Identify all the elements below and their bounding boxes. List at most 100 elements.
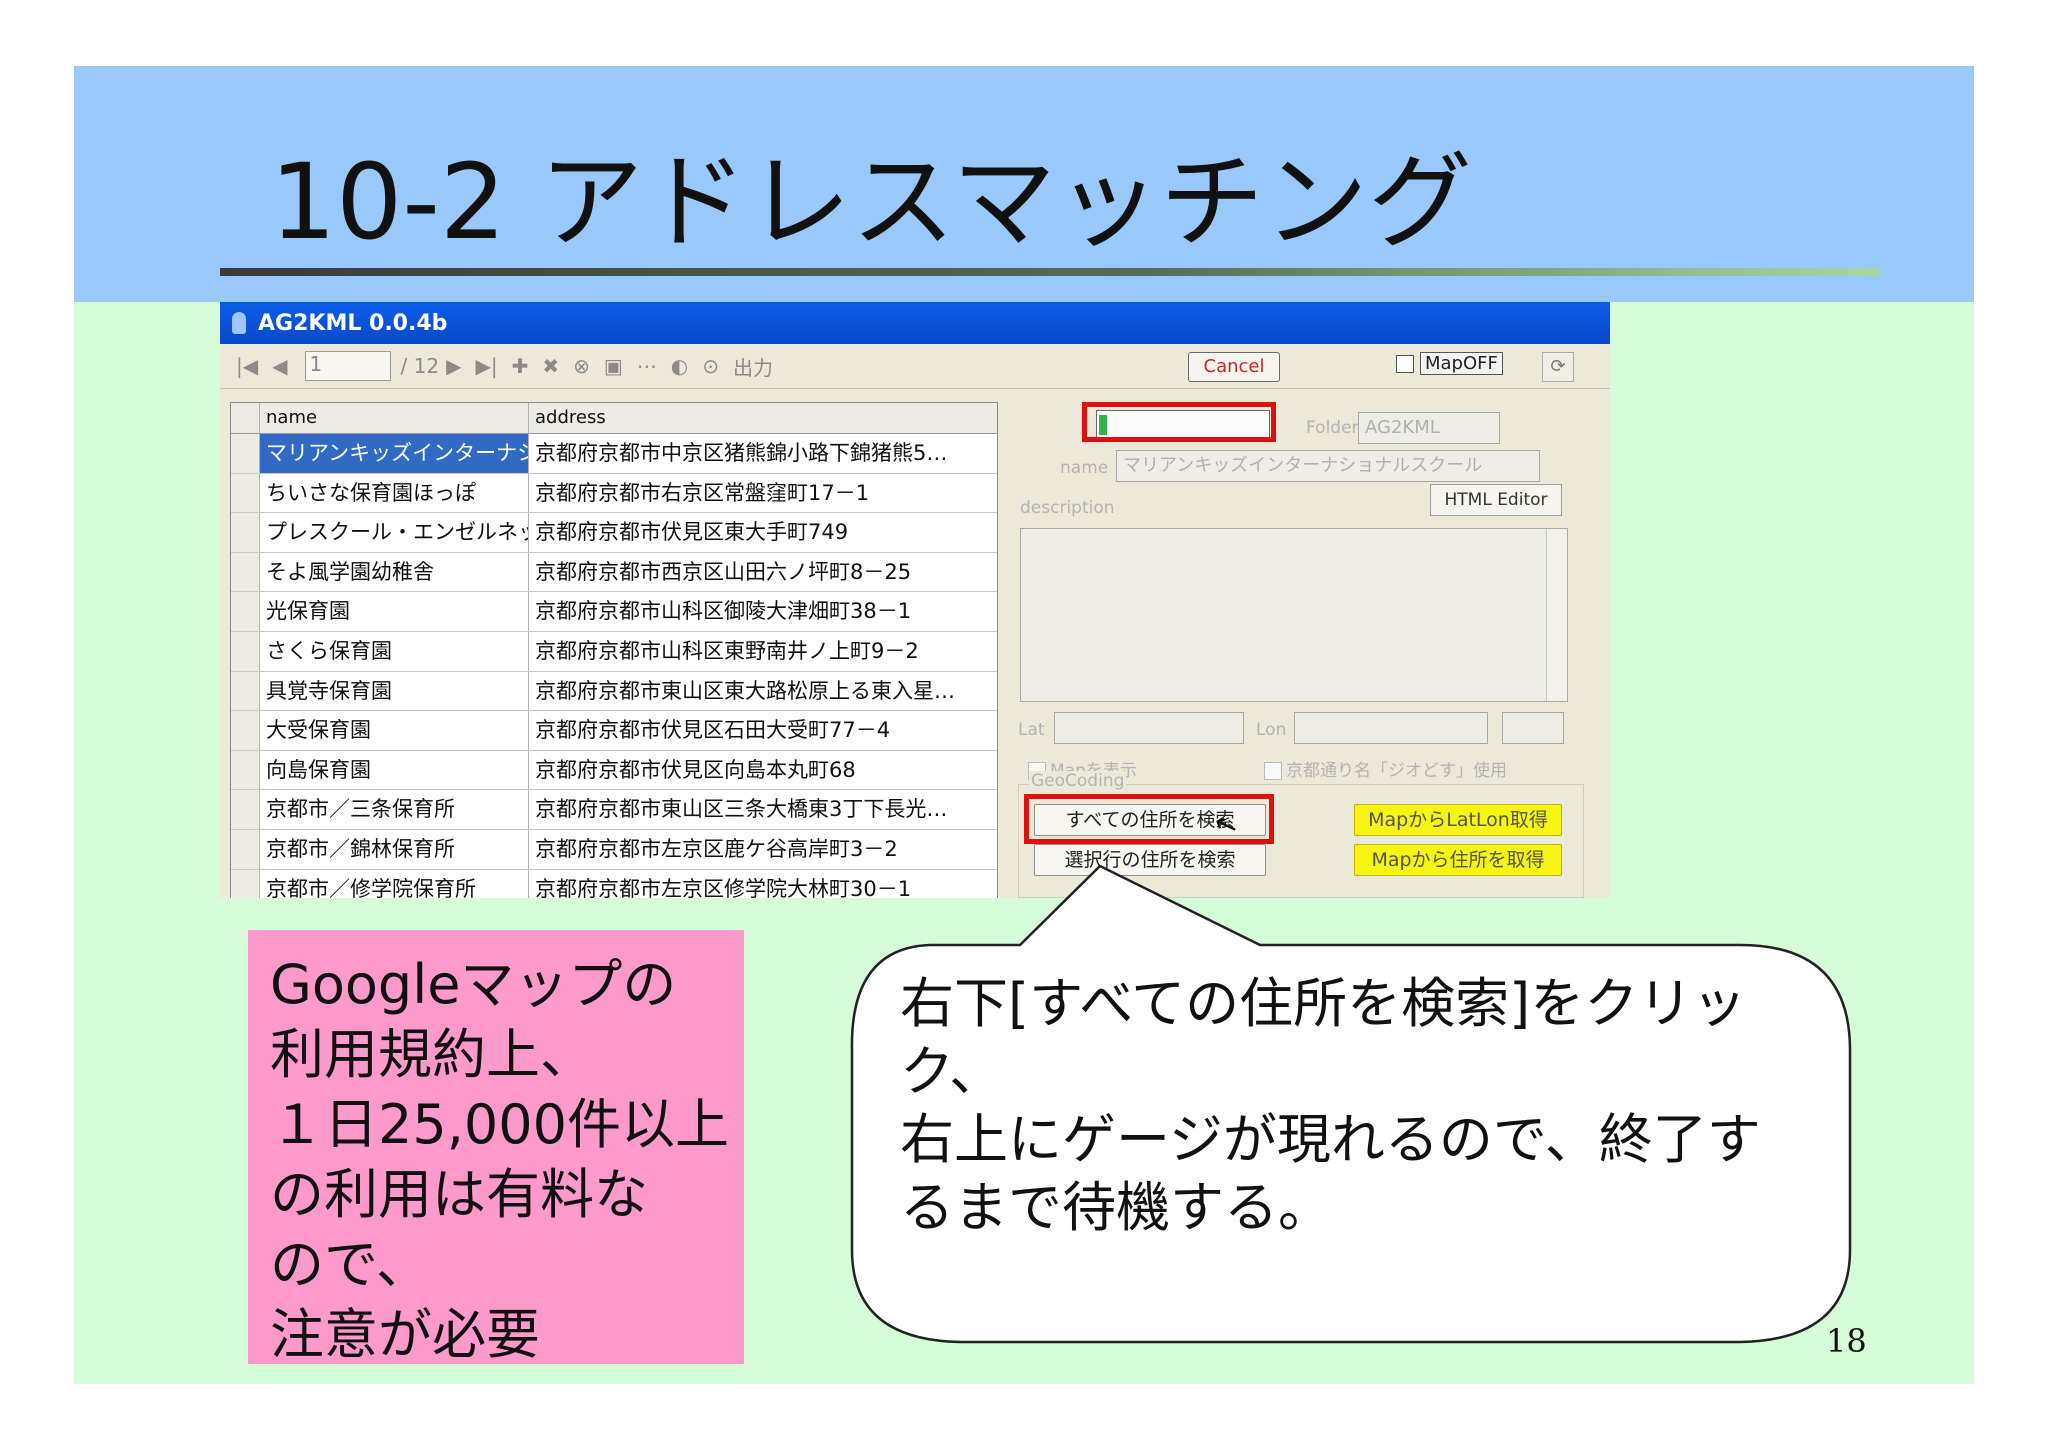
html-editor-button[interactable]: HTML Editor xyxy=(1430,484,1562,516)
name-input[interactable]: マリアンキッズインターナショナルスクール xyxy=(1116,450,1540,482)
cell-address[interactable]: 京都府京都市伏見区石田大受町77－4 xyxy=(535,718,891,743)
title-band-lower xyxy=(220,276,1880,302)
next-page-icon[interactable]: ▶ xyxy=(446,354,462,378)
cell-address[interactable]: 京都府京都市左京区修学院大林町30－1 xyxy=(535,876,912,898)
lat-input[interactable] xyxy=(1054,712,1244,744)
cell-address[interactable]: 京都府京都市右京区常盤窪町17－1 xyxy=(535,480,870,505)
row-selector[interactable] xyxy=(231,790,260,829)
refresh-icon[interactable]: ⟳ xyxy=(1542,352,1574,382)
cell-address[interactable]: 京都府京都市中京区猪熊錦小路下錦猪熊5… xyxy=(535,441,948,465)
cell-name[interactable]: プレスクール・エンゼルネット xyxy=(260,513,529,552)
cell-name[interactable]: 向島保育園 xyxy=(260,750,529,790)
cell-address[interactable]: 京都府京都市左京区鹿ケ谷高岸町3－2 xyxy=(535,836,898,861)
row-selector[interactable] xyxy=(231,671,260,711)
cancel-button[interactable]: Cancel xyxy=(1188,352,1280,382)
row-selector[interactable] xyxy=(231,869,260,898)
cell-name[interactable]: そよ風学園幼稚舎 xyxy=(260,552,529,592)
cell-address[interactable]: 京都府京都市西京区山田六ノ坪町8－25 xyxy=(535,559,912,584)
cell-name[interactable]: 京都市／修学院保育所 xyxy=(260,869,529,898)
cell-name[interactable]: 光保育園 xyxy=(260,592,529,631)
ag2kml-window: AG2KML 0.0.4b |◀ ◀ 1 / 12 ▶ ▶| ✚ ✖ ⊗ ▣ ⋯… xyxy=(220,302,1610,898)
folder-input[interactable]: AG2KML xyxy=(1358,412,1500,444)
app-icon xyxy=(232,312,246,334)
note-line: Googleマップの xyxy=(270,953,677,1016)
note-line: ので、 xyxy=(270,1233,430,1296)
table-row[interactable]: さくら保育園京都府京都市山科区東野南井ノ上町9－2 xyxy=(231,631,997,672)
name-label: name xyxy=(1060,458,1109,478)
map-address-button[interactable]: Mapから住所を取得 xyxy=(1354,844,1562,876)
table-row[interactable]: 京都市／三条保育所京都府京都市東山区三条大橋東3丁下長光… xyxy=(231,790,997,830)
cell-address[interactable]: 京都府京都市山科区御陵大津畑町38－1 xyxy=(535,599,912,624)
note-line: の利用は有料な xyxy=(270,1163,648,1226)
page-count: / 12 xyxy=(400,354,440,378)
first-page-icon[interactable]: |◀ xyxy=(236,354,259,378)
cell-address[interactable]: 京都府京都市伏見区向島本丸町68 xyxy=(535,757,856,782)
cell-address[interactable]: 京都府京都市東山区東大路松原上る東入星… xyxy=(535,678,955,703)
grid-header: name address xyxy=(231,403,997,434)
cell-name[interactable]: 大受保育園 xyxy=(260,711,529,750)
callout-line: 右下[すべての住所を検索]をクリッ xyxy=(900,972,1747,1035)
add-icon[interactable]: ✚ xyxy=(511,354,529,378)
page-input[interactable]: 1 xyxy=(304,351,391,381)
window-titlebar: AG2KML 0.0.4b xyxy=(220,302,1610,344)
table-row[interactable]: 具覚寺保育園京都府京都市東山区東大路松原上る東入星… xyxy=(231,671,997,712)
detail-panel: Folder: AG2KML name マリアンキッズインターナショナルスクール… xyxy=(1006,398,1606,898)
description-scrollbar[interactable] xyxy=(1546,529,1567,701)
table-row[interactable]: 光保育園京都府京都市山科区御陵大津畑町38－1 xyxy=(231,592,997,632)
progress-gauge-fill xyxy=(1099,415,1107,435)
description-label: description xyxy=(1020,498,1115,518)
prev-page-icon[interactable]: ◀ xyxy=(272,354,288,378)
row-selector[interactable] xyxy=(231,750,260,790)
table-row[interactable]: 大受保育園京都府京都市伏見区石田大受町77－4 xyxy=(231,711,997,751)
table-row[interactable]: ちいさな保育園ほっぽ京都府京都市右京区常盤窪町17－1 xyxy=(231,473,997,514)
zoom-input[interactable] xyxy=(1502,712,1564,744)
table-row[interactable]: 向島保育園京都府京都市伏見区向島本丸町68 xyxy=(231,750,997,791)
row-selector[interactable] xyxy=(231,552,260,592)
row-selector[interactable] xyxy=(231,434,260,473)
more-icon[interactable]: ⋯ xyxy=(636,354,657,378)
cell-name[interactable]: 京都市／三条保育所 xyxy=(260,790,529,829)
progress-gauge xyxy=(1096,410,1270,440)
cell-name[interactable]: さくら保育園 xyxy=(260,631,529,671)
table-row[interactable]: マリアンキッズインターナショ…京都府京都市中京区猪熊錦小路下錦猪熊5… xyxy=(231,434,997,474)
delete-icon[interactable]: ✖ xyxy=(542,354,560,378)
row-selector[interactable] xyxy=(231,473,260,513)
save-icon[interactable]: ▣ xyxy=(603,354,623,378)
stop-icon[interactable]: ⊗ xyxy=(573,354,590,378)
callout-line: 右上にゲージが現れるので、終了す xyxy=(900,1108,1761,1171)
table-row[interactable]: 京都市／修学院保育所京都府京都市左京区修学院大林町30－1 xyxy=(231,869,997,898)
output-menu[interactable]: 出力 xyxy=(733,355,773,380)
mapoff-checkbox[interactable] xyxy=(1396,354,1414,373)
lat-label: Lat xyxy=(1018,720,1045,740)
kyoto-street-option[interactable]: 京都通り名「ジオどす」使用 xyxy=(1264,756,1507,781)
mapoff-toggle[interactable]: MapOFF xyxy=(1396,352,1503,375)
description-textarea[interactable] xyxy=(1020,528,1568,702)
table-row[interactable]: そよ風学園幼稚舎京都府京都市西京区山田六ノ坪町8－25 xyxy=(231,552,997,593)
cell-address[interactable]: 京都府京都市伏見区東大手町749 xyxy=(535,520,849,545)
last-page-icon[interactable]: ▶| xyxy=(475,354,498,378)
column-header-address[interactable]: address xyxy=(535,407,606,428)
row-selector[interactable] xyxy=(231,829,260,869)
kyoto-street-checkbox[interactable] xyxy=(1264,762,1282,780)
search-selected-address-button[interactable]: 選択行の住所を検索 xyxy=(1034,844,1266,876)
row-selector[interactable] xyxy=(231,711,260,750)
cell-address[interactable]: 京都府京都市山科区東野南井ノ上町9－2 xyxy=(535,638,919,663)
cell-address[interactable]: 京都府京都市東山区三条大橋東3丁下長光… xyxy=(535,797,948,822)
table-row[interactable]: 京都市／錦林保育所京都府京都市左京区鹿ケ谷高岸町3－2 xyxy=(231,829,997,870)
cell-name[interactable]: 具覚寺保育園 xyxy=(260,671,529,711)
callout-shape xyxy=(850,864,1852,1344)
table-row[interactable]: プレスクール・エンゼルネット京都府京都市伏見区東大手町749 xyxy=(231,513,997,553)
search-all-addresses-button[interactable]: すべての住所を検索 xyxy=(1034,804,1266,836)
column-header-name[interactable]: name xyxy=(260,403,529,433)
help-icon[interactable]: ⊙ xyxy=(702,354,719,378)
cell-name[interactable]: ちいさな保育園ほっぽ xyxy=(260,473,529,513)
settings-icon[interactable]: ◐ xyxy=(670,354,689,378)
cell-name[interactable]: 京都市／錦林保育所 xyxy=(260,829,529,869)
map-latlon-button[interactable]: MapからLatLon取得 xyxy=(1354,804,1562,836)
cell-name[interactable]: マリアンキッズインターナショ… xyxy=(260,434,529,473)
row-selector[interactable] xyxy=(231,592,260,631)
row-selector[interactable] xyxy=(231,631,260,671)
lon-input[interactable] xyxy=(1294,712,1488,744)
row-selector[interactable] xyxy=(231,513,260,552)
